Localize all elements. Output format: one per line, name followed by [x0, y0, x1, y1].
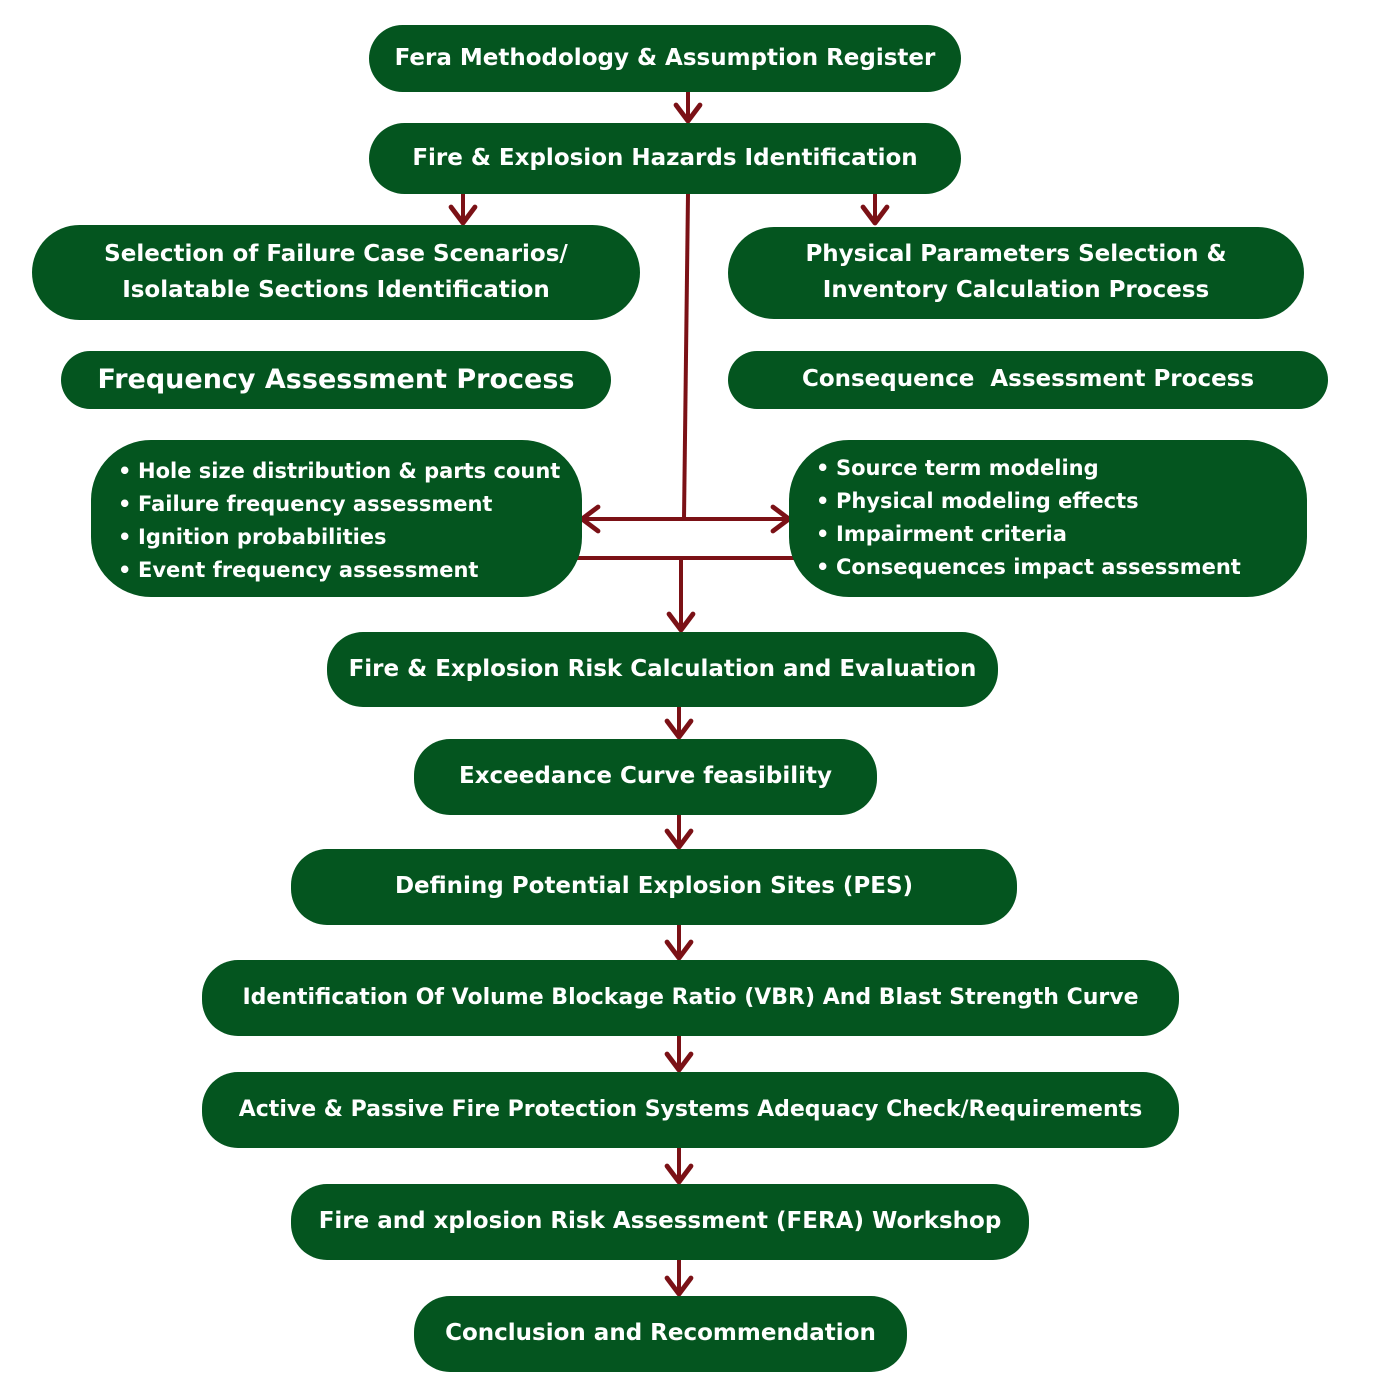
fire-protection-label: Active & Passive Fire Protection Systems… [238, 1096, 1143, 1122]
pes-label: Defining Potential Explosion Sites (PES) [394, 873, 914, 900]
vbr-label: Identification Of Volume Blockage Ratio … [242, 984, 1139, 1010]
frequency-assessment-box: Frequency Assessment Process [61, 351, 611, 409]
hazards-box: Fire & Explosion Hazards Identification [369, 123, 961, 194]
frequency-items-box: Hole size distribution & parts count Fai… [91, 440, 582, 597]
fera-workshop-box: Fire and xplosion Risk Assessment (FERA)… [291, 1184, 1029, 1260]
fera-workshop-label: Fire and xplosion Risk Assessment (FERA)… [318, 1208, 1002, 1235]
consequence-items-box: Source term modeling Physical modeling e… [789, 440, 1307, 597]
conclusion-box: Conclusion and Recommendation [414, 1296, 907, 1372]
frequency-item: Ignition probabilities [118, 521, 582, 554]
consequence-item: Source term modeling [816, 452, 1307, 485]
frequency-item: Hole size distribution & parts count [118, 455, 582, 488]
conclusion-label: Conclusion and Recommendation [445, 1320, 876, 1347]
frequency-item: Failure frequency assessment [118, 488, 582, 521]
consequence-item: Consequences impact assessment [816, 551, 1307, 584]
exceedance-curve-box: Exceedance Curve feasibility [414, 739, 877, 815]
methodology-label: Fera Methodology & Assumption Register [394, 44, 936, 71]
risk-calculation-label: Fire & Explosion Risk Calculation and Ev… [348, 655, 977, 682]
exceedance-curve-label: Exceedance Curve feasibility [459, 763, 832, 790]
risk-calculation-box: Fire & Explosion Risk Calculation and Ev… [327, 632, 998, 707]
trunk-line [682, 193, 690, 520]
failure-case-box: Selection of Failure Case Scenarios/ Iso… [32, 225, 640, 320]
consequence-items-list: Source term modeling Physical modeling e… [816, 452, 1307, 584]
physical-parameters-label-line1: Physical Parameters Selection & [805, 241, 1227, 268]
frequency-items-list: Hole size distribution & parts count Fai… [118, 455, 582, 587]
hazards-label: Fire & Explosion Hazards Identification [412, 144, 918, 171]
physical-parameters-box: Physical Parameters Selection & Inventor… [728, 227, 1304, 319]
methodology-box: Fera Methodology & Assumption Register [369, 25, 961, 92]
pes-box: Defining Potential Explosion Sites (PES) [291, 849, 1017, 925]
consequence-assessment-box: Consequence Assessment Process [728, 351, 1328, 409]
consequence-assessment-label: Consequence Assessment Process [801, 366, 1255, 393]
frequency-assessment-label: Frequency Assessment Process [97, 364, 575, 396]
vbr-box: Identification Of Volume Blockage Ratio … [202, 960, 1179, 1036]
physical-parameters-label-line2: Inventory Calculation Process [822, 277, 1210, 303]
failure-case-label-line2: Isolatable Sections Identification [122, 276, 550, 303]
failure-case-label-line1: Selection of Failure Case Scenarios/ [104, 240, 568, 267]
fire-protection-box: Active & Passive Fire Protection Systems… [202, 1072, 1179, 1148]
consequence-item: Impairment criteria [816, 518, 1307, 551]
frequency-item: Event frequency assessment [118, 554, 582, 587]
consequence-item: Physical modeling effects [816, 485, 1307, 518]
